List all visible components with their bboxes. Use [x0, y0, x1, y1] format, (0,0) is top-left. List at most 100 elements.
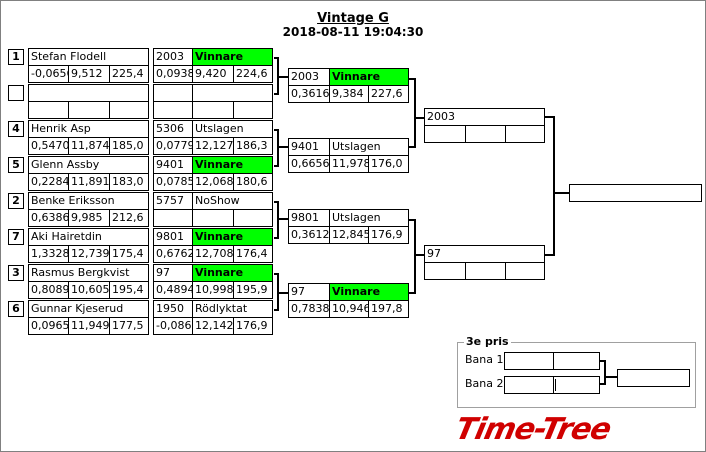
third-prize-connector [604, 360, 606, 384]
result-status[interactable]: Vinnare [329, 68, 409, 86]
bracket-connector [414, 219, 416, 294]
driver-name[interactable] [28, 84, 149, 102]
driver-name[interactable]: Benke Eriksson [28, 192, 149, 210]
result-status[interactable]: Vinnare [192, 156, 273, 174]
result-status[interactable]: Utslagen [329, 209, 409, 227]
seed-number: 6 [8, 301, 24, 317]
seed-number: 5 [8, 157, 24, 173]
bracket-connector [277, 201, 279, 239]
bracket-connector [274, 237, 278, 239]
result-status[interactable]: Vinnare [192, 264, 273, 282]
car-number[interactable] [153, 84, 193, 102]
elapsed-time: 12,739 [68, 245, 110, 263]
elapsed-time [465, 125, 506, 143]
reaction-time: 0,5470 [28, 137, 69, 155]
bracket-connector [553, 116, 555, 256]
elapsed-time: 12,845 [329, 226, 369, 244]
reaction-time [153, 209, 193, 227]
reaction-time: 0,7838 [288, 300, 330, 318]
elapsed-time [192, 209, 234, 227]
bracket-connector [278, 76, 288, 78]
bracket-connector [274, 129, 278, 131]
seed-number: 4 [8, 121, 24, 137]
elapsed-time: 9,420 [192, 65, 234, 83]
car-number[interactable]: 97 [153, 264, 193, 282]
result-status[interactable]: Rödlyktat [192, 300, 273, 318]
reaction-time [28, 101, 69, 119]
elapsed-time: 10,946 [329, 300, 369, 318]
reaction-time: 0,0938 [153, 65, 193, 83]
driver-name[interactable]: Stefan Flodell [28, 48, 149, 66]
car-number[interactable]: 9801 [153, 228, 193, 246]
speed: 180,6 [233, 173, 273, 191]
reaction-time: -0,0656 [28, 65, 69, 83]
car-number[interactable]: 2003 [153, 48, 193, 66]
car-number[interactable]: 1950 [153, 300, 193, 318]
car-number[interactable]: 9401 [288, 138, 330, 156]
speed [233, 209, 273, 227]
result-status[interactable] [192, 84, 273, 102]
bracket-connector [277, 129, 279, 167]
result-status[interactable]: Vinnare [329, 283, 409, 301]
result-status[interactable]: NoShow [192, 192, 273, 210]
result-status[interactable]: Vinnare [192, 48, 273, 66]
lane1-field-a[interactable] [504, 352, 554, 370]
speed: 176,9 [233, 317, 273, 335]
car-number[interactable]: 9401 [153, 156, 193, 174]
third-prize-connector [600, 360, 606, 362]
elapsed-time: 9,985 [68, 209, 110, 227]
speed: 195,4 [109, 281, 149, 299]
driver-name[interactable]: Aki Hairetdin [28, 228, 149, 246]
final-slot[interactable] [569, 184, 702, 202]
elapsed-time: 9,384 [329, 85, 369, 103]
time-tree-logo: Time-Tree [452, 412, 614, 447]
elapsed-time [192, 101, 234, 119]
car-number[interactable]: 97 [424, 245, 545, 263]
car-number[interactable]: 2003 [288, 68, 330, 86]
third-prize-winner-field[interactable] [617, 369, 690, 387]
reaction-time: 0,0785 [153, 173, 193, 191]
lane1-label: Bana 1 [465, 353, 504, 366]
elapsed-time: 12,068 [192, 173, 234, 191]
bracket-connector [278, 292, 288, 294]
bracket-connector [415, 117, 424, 119]
page-title: Vintage G [317, 11, 389, 26]
speed: 212,6 [109, 209, 149, 227]
speed: 225,4 [109, 65, 149, 83]
elapsed-time: 10,998 [192, 281, 234, 299]
lane2-field-a[interactable] [504, 376, 554, 394]
car-number[interactable]: 5306 [153, 120, 193, 138]
bracket-connector [409, 78, 415, 80]
speed: 176,9 [368, 226, 409, 244]
bracket-connector [274, 309, 278, 311]
lane2-field-b[interactable] [553, 376, 600, 394]
reaction-time: 0,3616 [288, 85, 330, 103]
reaction-time: 1,3328 [28, 245, 69, 263]
result-status[interactable]: Utslagen [192, 120, 273, 138]
result-status[interactable]: Utslagen [329, 138, 409, 156]
lane1-field-b[interactable] [553, 352, 600, 370]
car-number[interactable]: 97 [288, 283, 330, 301]
elapsed-time: 12,708 [192, 245, 234, 263]
car-number[interactable]: 2003 [424, 108, 545, 126]
seed-number [8, 85, 24, 101]
reaction-time: 0,6656 [288, 155, 330, 173]
speed: 183,0 [109, 173, 149, 191]
elapsed-time: 11,949 [68, 317, 110, 335]
result-status[interactable]: Vinnare [192, 228, 273, 246]
speed [233, 101, 273, 119]
bracket-connector [414, 78, 416, 148]
elapsed-time: 12,142 [192, 317, 234, 335]
car-number[interactable]: 9801 [288, 209, 330, 227]
bracket-connector [274, 201, 278, 203]
driver-name[interactable]: Gunnar Kjeserud [28, 300, 149, 318]
bracket-connector [415, 254, 424, 256]
car-number[interactable]: 5757 [153, 192, 193, 210]
driver-name[interactable]: Glenn Assby [28, 156, 149, 174]
bracket-connector [409, 292, 415, 294]
driver-name[interactable]: Rasmus Bergkvist [28, 264, 149, 282]
driver-name[interactable]: Henrik Asp [28, 120, 149, 138]
reaction-time: 0,2284 [28, 173, 69, 191]
reaction-time: 0,3612 [288, 226, 330, 244]
speed [505, 262, 545, 280]
